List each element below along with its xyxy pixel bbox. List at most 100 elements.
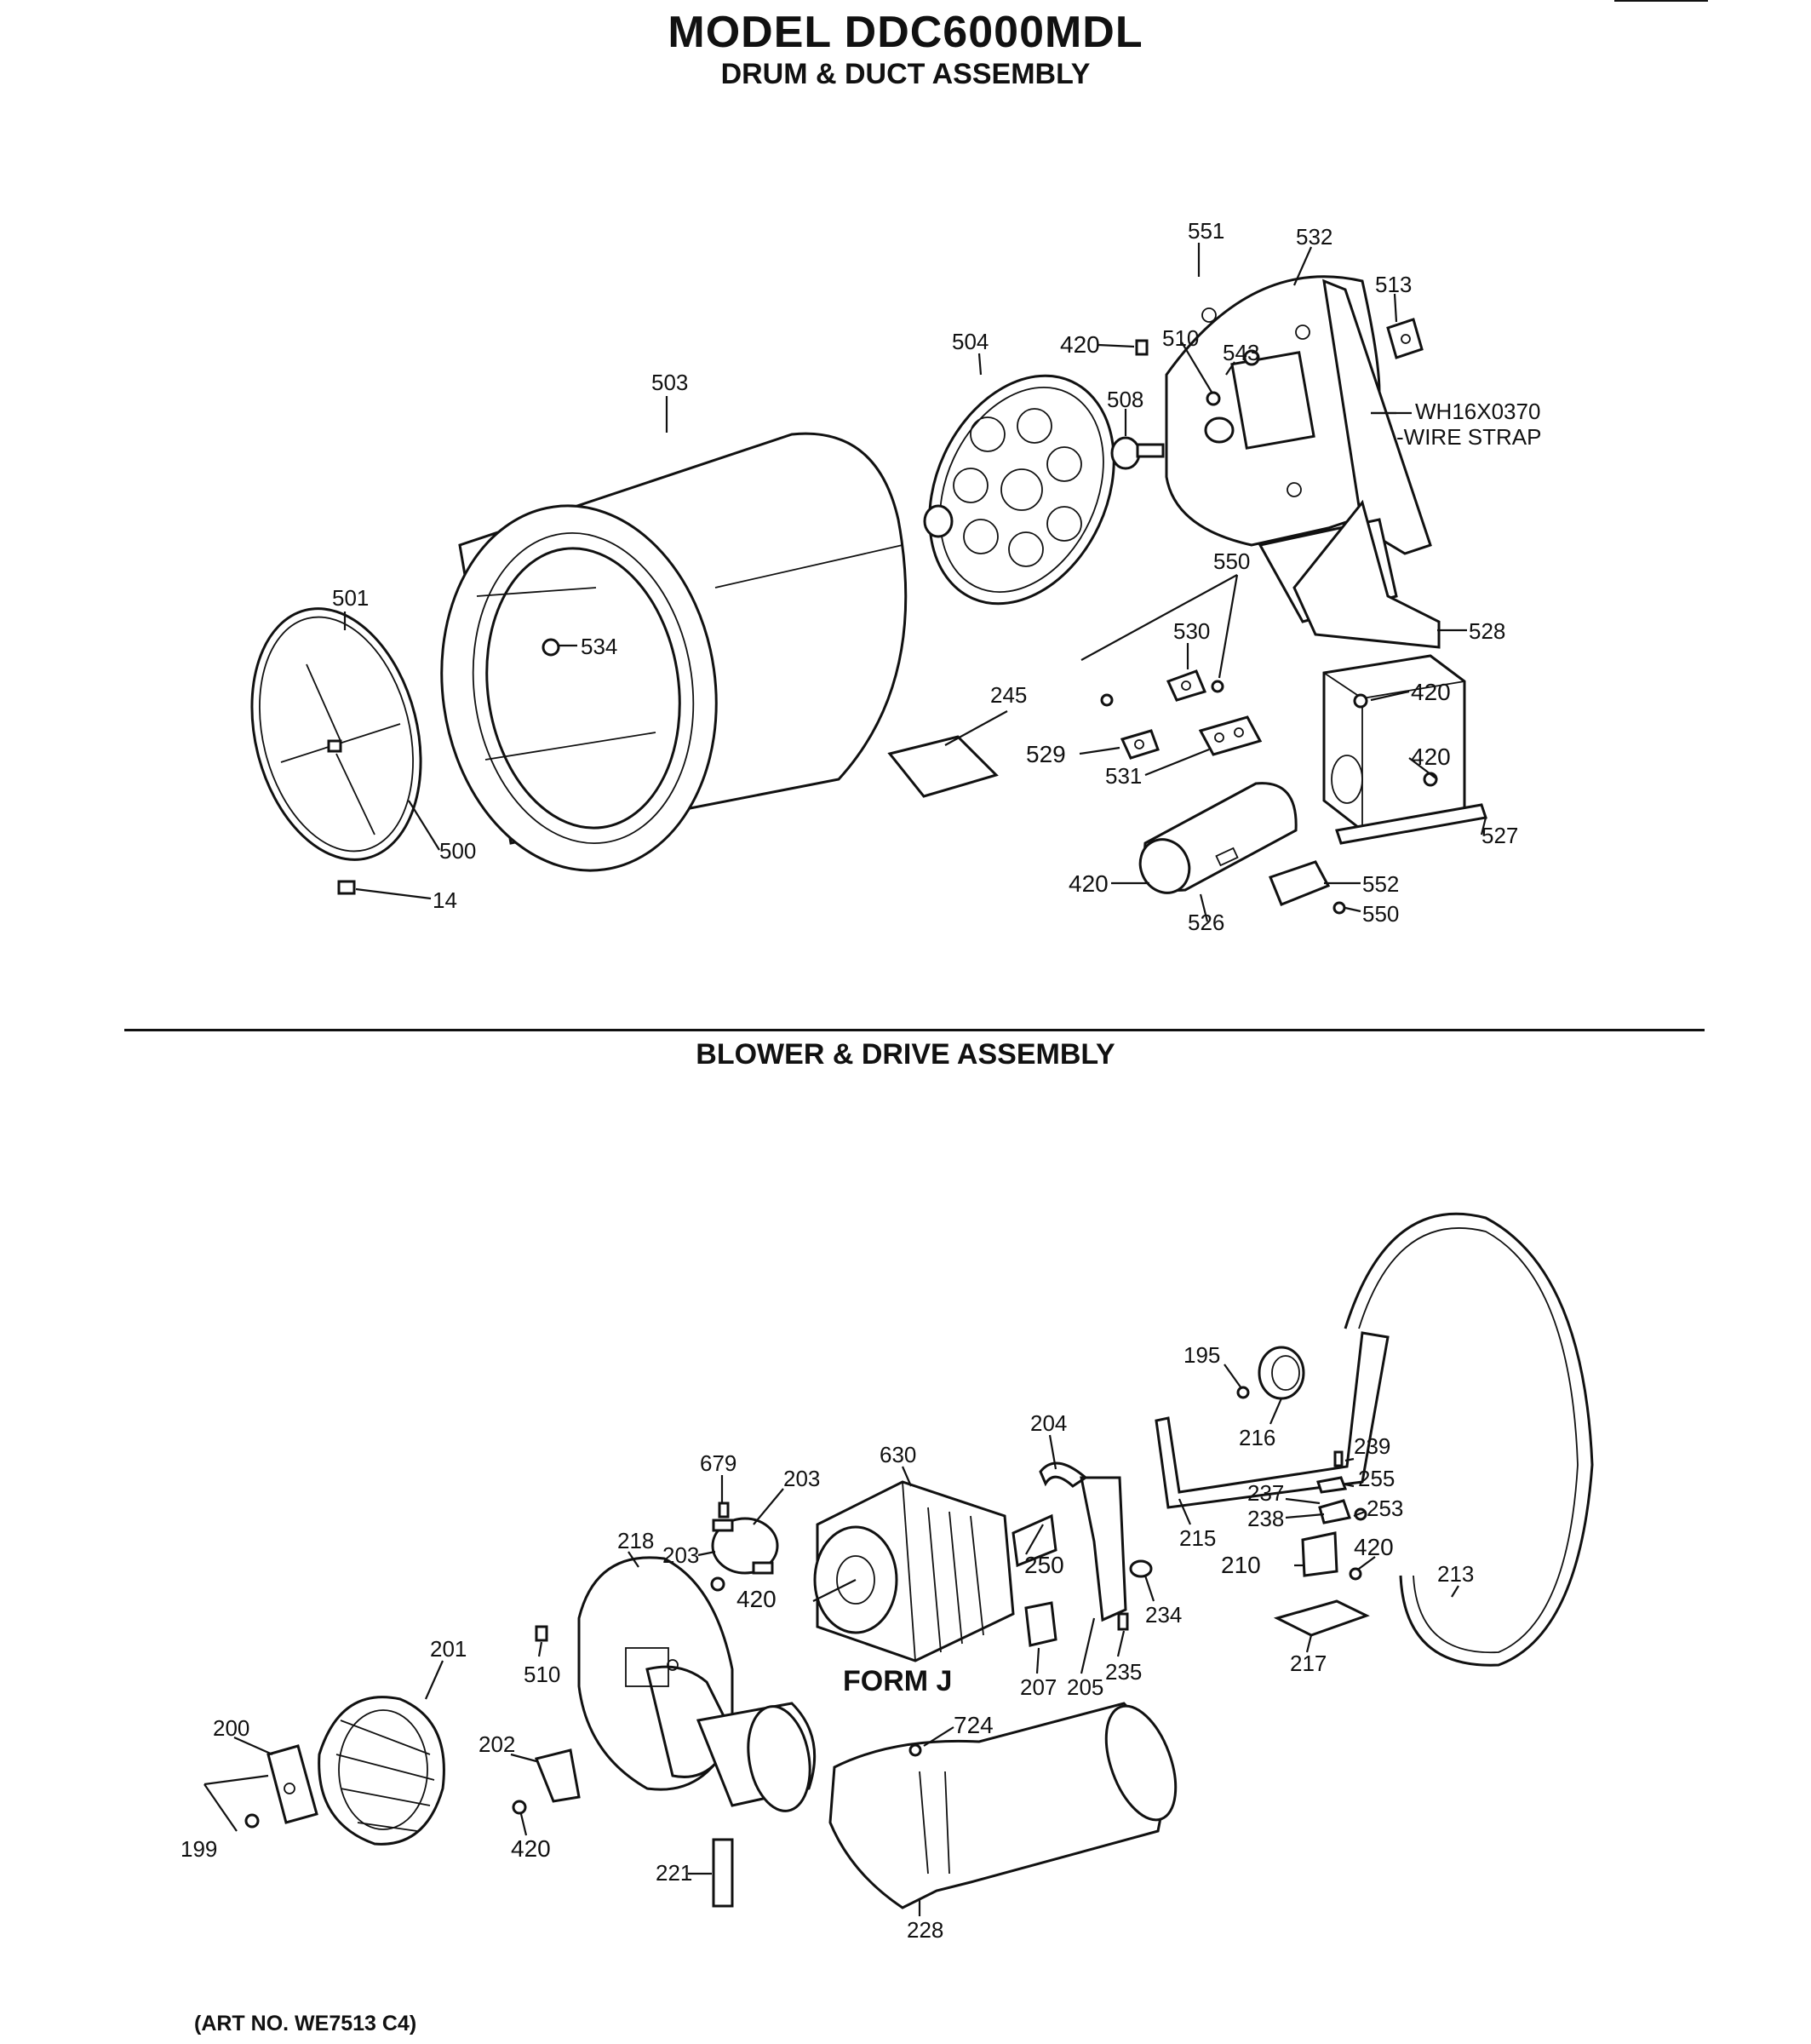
motor-switch (1024, 1601, 1057, 1647)
label-530: 530 (1173, 618, 1210, 644)
wire-strap-code: WH16X0370 (1415, 399, 1540, 424)
label-724: 724 (954, 1712, 994, 1738)
label-237: 237 (1247, 1480, 1284, 1506)
label-529: 529 (1026, 741, 1066, 767)
label-255: 255 (1358, 1466, 1395, 1491)
thermostat-529 (1120, 729, 1160, 760)
label-551: 551 (1188, 218, 1224, 244)
idler-pulley (1258, 1346, 1305, 1400)
drum-slide-clip (337, 880, 356, 895)
blower-wheel (318, 1696, 445, 1846)
label-203-b: 203 (662, 1542, 699, 1568)
screw-235 (1117, 1612, 1129, 1631)
label-508: 508 (1107, 387, 1143, 412)
blower-clip (534, 1748, 581, 1803)
art-number: (ART NO. WE7513 C4) (194, 2012, 417, 2035)
screw-679 (718, 1501, 730, 1519)
motor-mount-bracket (1039, 1461, 1127, 1622)
wire-strap-label: -WIRE STRAP (1396, 424, 1541, 450)
label-250: 250 (1024, 1552, 1064, 1578)
label-239: 239 (1354, 1433, 1390, 1459)
drive-motor (812, 1480, 1057, 1662)
screw-420-clamp (710, 1576, 725, 1592)
label-205: 205 (1067, 1674, 1103, 1700)
drum (440, 432, 908, 872)
model-title: MODEL DDC6000MDL (668, 8, 1143, 57)
label-238: 238 (1247, 1506, 1284, 1531)
exhaust-duct (828, 1702, 1178, 1909)
drum-washer (923, 504, 954, 538)
motor-clamp (711, 1517, 779, 1575)
foil-tape (712, 1838, 734, 1908)
idler-mount-plate (1273, 1599, 1370, 1637)
label-234: 234 (1145, 1602, 1182, 1628)
label-528: 528 (1469, 618, 1505, 644)
motor-spring (1129, 1559, 1153, 1578)
blower-housing-seal (1292, 499, 1441, 649)
label-510-a: 510 (1162, 325, 1199, 351)
label-420-a: 420 (1060, 331, 1100, 358)
label-552: 552 (1362, 871, 1399, 897)
screw-195 (1236, 1386, 1250, 1399)
screw-420-bracket (1349, 1567, 1362, 1581)
top-edge-rule (1614, 0, 1708, 2)
part-labels-bottom: 195 216 239 204 255 630 679 237 253 203 … (181, 1342, 1474, 1943)
label-235: 235 (1105, 1659, 1142, 1685)
label-504: 504 (952, 329, 989, 354)
terminal-block (1269, 860, 1346, 915)
screw-420-clip (512, 1800, 527, 1815)
label-532: 532 (1296, 224, 1332, 250)
screw-550-right (1211, 680, 1224, 693)
label-531: 531 (1105, 763, 1142, 789)
idler-arm (1155, 1331, 1390, 1509)
screw-724 (908, 1743, 922, 1757)
screw-550-left (1100, 693, 1114, 707)
screw-420-top (1135, 339, 1149, 356)
label-420-e: 420 (1354, 1534, 1394, 1560)
label-534: 534 (581, 634, 617, 659)
label-500: 500 (439, 838, 476, 864)
drum-duct-heading: DRUM & DUCT ASSEMBLY (720, 58, 1091, 90)
label-543: 543 (1223, 340, 1259, 365)
thermostat-531 (1198, 715, 1263, 756)
label-199: 199 (181, 1836, 217, 1862)
screw-510-blower (535, 1625, 548, 1642)
label-195: 195 (1183, 1342, 1220, 1368)
label-201: 201 (430, 1636, 467, 1662)
blower-drive-heading: BLOWER & DRIVE ASSEMBLY (696, 1038, 1115, 1071)
part-labels-top: 551 532 513 504 420 510 543 503 508 550 … (332, 218, 1541, 935)
label-550-b: 550 (1362, 901, 1399, 927)
label-203-a: 203 (783, 1466, 820, 1491)
section-divider (124, 1029, 1705, 1031)
form-j-label: FORM J (843, 1665, 952, 1697)
label-630: 630 (880, 1442, 916, 1467)
label-207: 207 (1020, 1674, 1057, 1700)
label-228: 228 (907, 1917, 943, 1943)
label-216: 216 (1239, 1425, 1275, 1450)
label-503: 503 (651, 370, 688, 395)
blower-housing (577, 1556, 817, 1812)
callout-lines-bottom (203, 1364, 1459, 1916)
bracket-513 (1386, 318, 1424, 359)
label-245: 245 (990, 682, 1027, 708)
label-217: 217 (1290, 1651, 1327, 1676)
label-501: 501 (332, 585, 369, 611)
label-513: 513 (1375, 272, 1412, 297)
drive-belt (1344, 1212, 1594, 1667)
label-210: 210 (1221, 1552, 1261, 1578)
label-14: 14 (433, 887, 457, 913)
label-215: 215 (1179, 1525, 1216, 1551)
blower-wheel-bracket (266, 1744, 318, 1824)
label-253: 253 (1367, 1496, 1403, 1521)
callout-lines-top (343, 243, 1487, 922)
label-420-f: 420 (736, 1586, 777, 1612)
drum-seal-ring (250, 607, 422, 861)
label-213: 213 (1437, 1561, 1474, 1587)
baffle (887, 735, 999, 798)
drum-back-panel (928, 374, 1115, 606)
label-679: 679 (700, 1450, 736, 1476)
thermostat-530 (1166, 669, 1207, 702)
heater-housing (1322, 654, 1487, 845)
label-527: 527 (1481, 823, 1518, 848)
